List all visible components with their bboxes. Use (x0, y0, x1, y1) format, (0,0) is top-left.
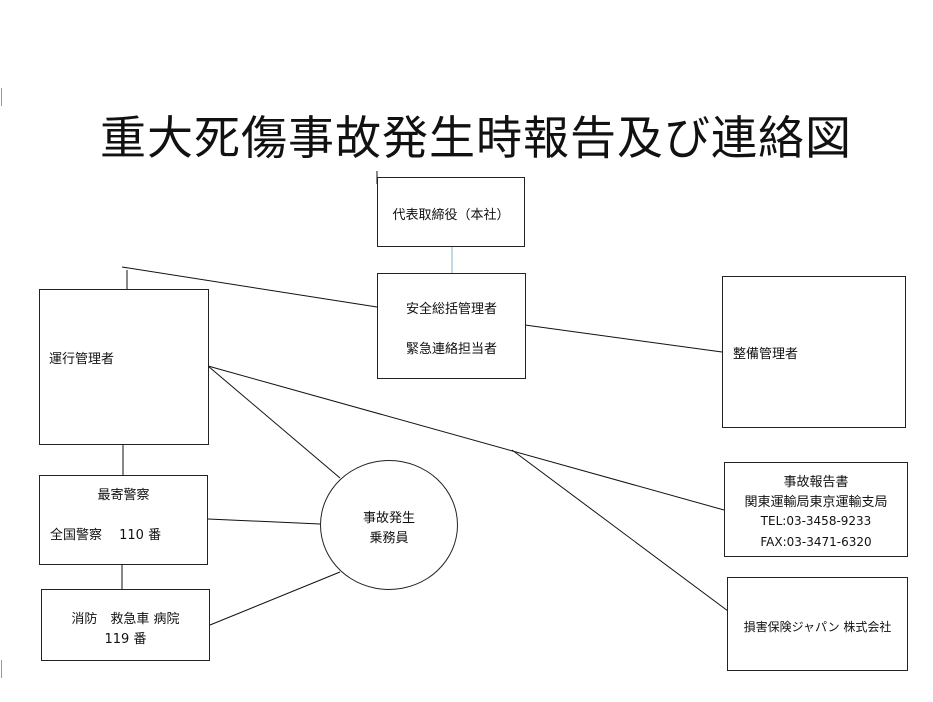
connector-branch-insurance (511, 449, 733, 615)
connector-operations-bureau (207, 365, 725, 511)
operations-manager-box: 運行管理者 (39, 289, 209, 445)
maintenance-manager-label: 整備管理者 (733, 347, 799, 362)
insurance-label: 損害保険ジャパン 株式会社 (743, 620, 892, 634)
crew-label: 乗務員 (369, 531, 409, 546)
emergency-contact-label: 緊急連絡担当者 (405, 342, 497, 357)
incident-label: 事故発生 (362, 511, 415, 526)
operations-manager-label: 運行管理者 (49, 352, 115, 367)
police-box: 最寄警察 全国警察 110 番 (39, 475, 208, 565)
president-box: 代表取締役（本社） (377, 177, 525, 247)
margin-mark-left-bottom (1, 660, 2, 678)
police-number: 全国警察 110 番 (50, 528, 162, 543)
transport-bureau-fax: FAX:03-3471-6320 (760, 535, 872, 549)
transport-bureau-tel: TEL:03-3458-9233 (760, 514, 872, 528)
safety-manager-label: 安全総括管理者 (405, 302, 497, 317)
insurance-box: 損害保険ジャパン 株式会社 (727, 577, 908, 671)
connector-fire-incident (209, 571, 341, 626)
incident-circle: 事故発生 乗務員 (320, 460, 458, 590)
maintenance-manager-box: 整備管理者 (722, 276, 906, 428)
diagram-title: 重大死傷事故発生時報告及び連絡図 (100, 111, 852, 165)
margin-mark-left-top (1, 88, 2, 106)
fire-label: 消防 救急車 病院 (71, 612, 180, 627)
police-label: 最寄警察 (97, 488, 150, 503)
transport-bureau-box: 事故報告書 関東運輸局東京運輸支局 TEL:03-3458-9233 FAX:0… (724, 462, 908, 557)
connector-safety-operations (121, 266, 378, 308)
safety-manager-box: 安全総括管理者 緊急連絡担当者 (377, 273, 526, 379)
connector-safety-maintenance (524, 324, 723, 353)
fire-number: 119 番 (104, 632, 147, 647)
connector-police-incident (207, 518, 321, 525)
transport-bureau-label: 関東運輸局東京運輸支局 (744, 495, 888, 510)
accident-report-label: 事故報告書 (783, 475, 849, 490)
president-label: 代表取締役（本社） (392, 208, 510, 223)
connector-operations-incident (207, 365, 341, 479)
fire-box: 消防 救急車 病院 119 番 (41, 589, 210, 661)
